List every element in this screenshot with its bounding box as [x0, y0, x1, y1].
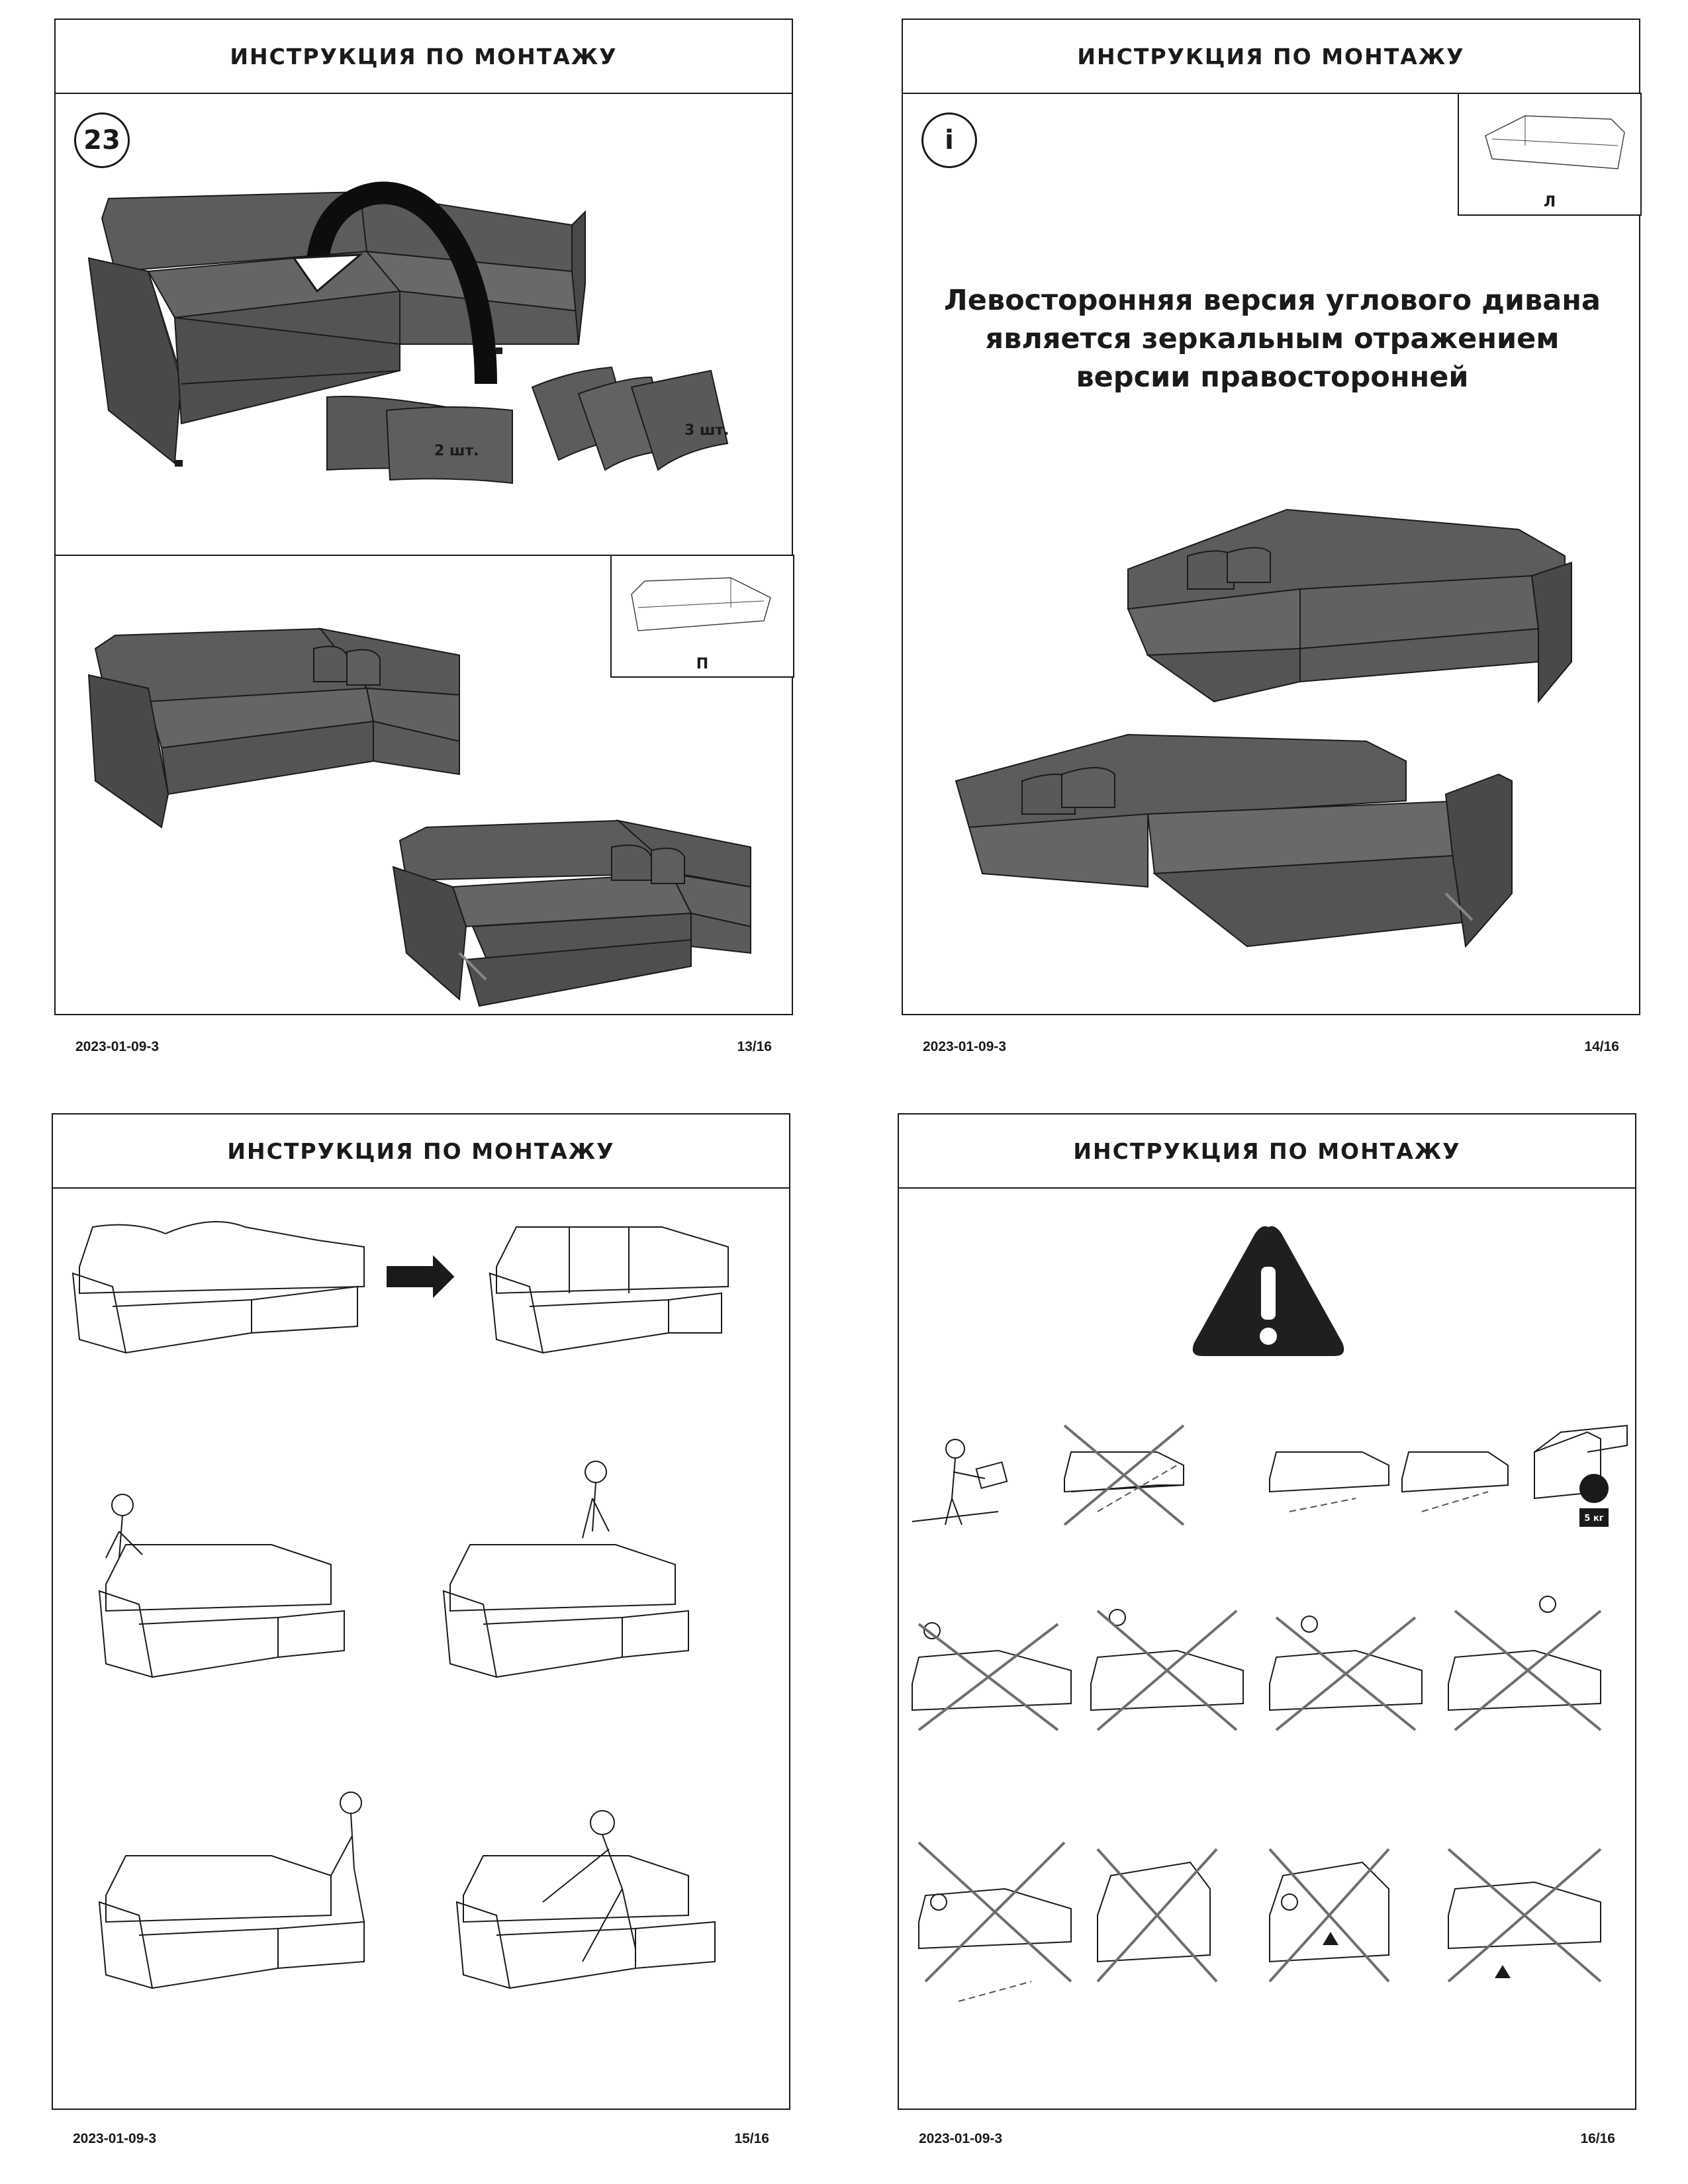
sofa-outline-thumbnail: [631, 577, 771, 631]
footer-date: 2023-01-09-3: [75, 1039, 160, 1054]
footer-page-number: 16/16: [1580, 2131, 1615, 2146]
prohibited-cross-icon: [1063, 1424, 1185, 1526]
footer-page-number: 15/16: [734, 2131, 769, 2146]
sofa-outline-thumbnail: [1485, 115, 1625, 169]
rotate-arrow-icon: [306, 181, 497, 385]
page-header: ИНСТРУКЦИЯ ПО МОНТАЖУ: [56, 20, 792, 94]
page-header: ИНСТРУКЦИЯ ПО МОНТАЖУ: [53, 1115, 789, 1189]
page-header: ИНСТРУКЦИЯ ПО МОНТАЖУ: [899, 1115, 1635, 1189]
warning-triangle-icon: [1192, 1226, 1344, 1356]
page-13: ИНСТРУКЦИЯ ПО МОНТАЖУ 23 2 шт. 3 ш: [54, 19, 794, 1054]
info-icon: i: [921, 113, 977, 168]
thumb-label-left: Л: [1543, 194, 1556, 210]
sofa-pillows-illustration: 2 шт. 3 шт.: [87, 181, 729, 484]
step-number-badge: 23: [74, 113, 130, 168]
header-title: ИНСТРУКЦИЯ ПО МОНТАЖУ: [227, 1138, 615, 1164]
step-number: 23: [83, 125, 120, 156]
header-title: ИНСТРУКЦИЯ ПО МОНТАЖУ: [230, 43, 618, 69]
note-line-3: версии правосторонней: [1076, 361, 1469, 394]
thumb-label-right: П: [696, 656, 709, 672]
footer-page-number: 13/16: [737, 1039, 772, 1054]
footer-date: 2023-01-09-3: [919, 2131, 1003, 2146]
right-arrow-icon: [387, 1255, 455, 1298]
page-16: ИНСТРУКЦИЯ ПО МОНТАЖУ 5 кг: [898, 1113, 1636, 2146]
left-sofa-illustration: [955, 508, 1572, 948]
mirror-version-note: Левосторонняя версия углового дивана явл…: [943, 281, 1602, 396]
header-title: ИНСТРУКЦИЯ ПО МОНТАЖУ: [1077, 43, 1465, 69]
pillow-qty-2: 2 шт.: [434, 443, 479, 459]
footer-date: 2023-01-09-3: [73, 2131, 157, 2146]
note-line-2: является зеркальным отражением: [985, 322, 1560, 355]
footer-date: 2023-01-09-3: [923, 1039, 1007, 1054]
footer-page-number: 14/16: [1584, 1039, 1619, 1054]
sofa-line-illustrations: [71, 1221, 729, 1989]
note-line-1: Левосторонняя версия углового дивана: [944, 284, 1601, 317]
section-divider: [56, 555, 792, 556]
page-14: ИНСТРУКЦИЯ ПО МОНТАЖУ i Л Левосторонняя …: [902, 19, 1642, 1054]
left-version-thumbnail: Л: [1458, 93, 1642, 216]
header-title: ИНСТРУКЦИЯ ПО МОНТАЖУ: [1073, 1138, 1461, 1164]
page-15: ИНСТРУКЦИЯ ПО МОНТАЖУ: [52, 1113, 790, 2146]
pillow-qty-3: 3 шт.: [684, 422, 729, 439]
safety-illustrations: 5 кг 5 кг: [912, 1424, 1628, 2002]
page-header: ИНСТРУКЦИЯ ПО МОНТАЖУ: [903, 20, 1639, 94]
assembled-sofa-illustration: [87, 627, 751, 1007]
right-version-thumbnail: П: [610, 555, 794, 678]
info-letter: i: [945, 125, 954, 156]
weight-label-text: 5 кг: [1584, 1514, 1603, 1524]
